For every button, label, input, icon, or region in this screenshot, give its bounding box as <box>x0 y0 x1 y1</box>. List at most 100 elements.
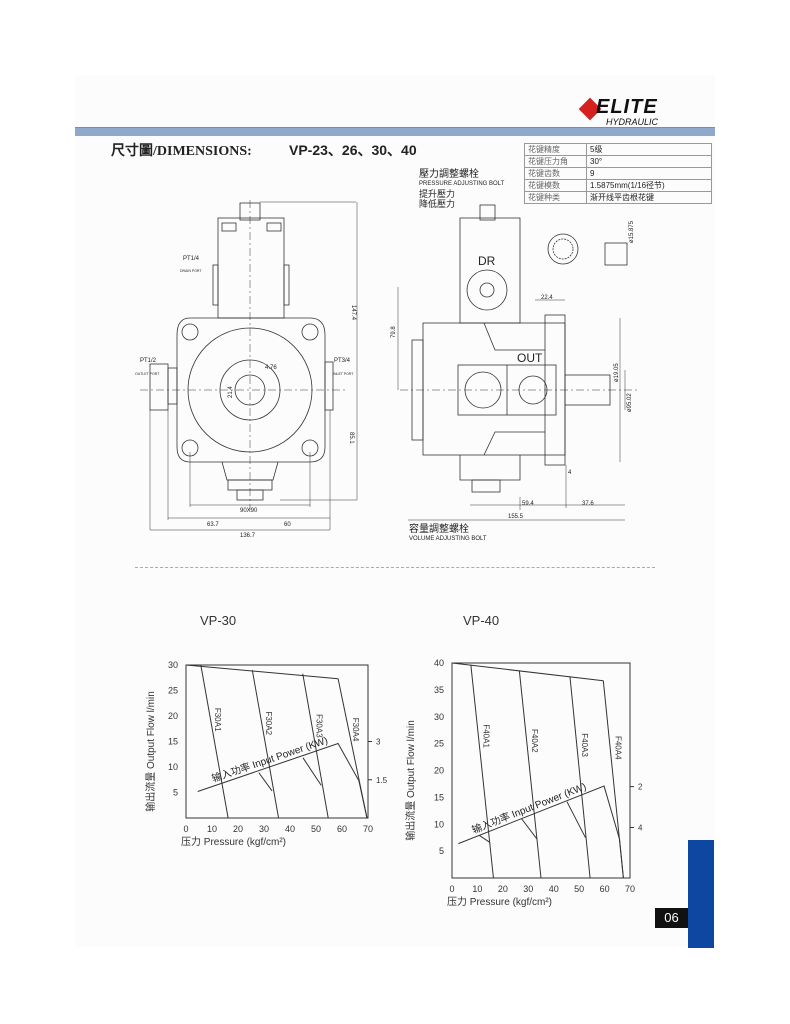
outlet-port-sub: OUTLET PORT <box>135 372 160 376</box>
dim-4: 4 <box>568 470 572 476</box>
y-tick-label: 20 <box>434 766 444 776</box>
raise-pressure-label: 提升壓力 <box>419 188 455 199</box>
flow-line-f40a3 <box>569 676 591 879</box>
chart-title-vp30: VP-30 <box>200 613 237 628</box>
spec-value: 渐开线平齿根花键 <box>586 191 712 204</box>
key-width-dim: 4.76 <box>265 365 277 371</box>
power-drop-line <box>566 801 586 838</box>
flow-line-f40a1 <box>470 664 494 879</box>
power-tick-label: 3 <box>376 738 381 747</box>
series-label: F30A4 <box>351 718 360 742</box>
input-power-line <box>458 785 624 879</box>
dim-79-8: 79.8 <box>391 326 397 338</box>
y-tick-label: 15 <box>168 737 178 747</box>
section-tab <box>688 840 714 948</box>
dim-155-5: 155.5 <box>508 514 524 520</box>
section-divider <box>135 567 655 568</box>
side-view-drawing <box>397 204 640 521</box>
x-tick-label: 50 <box>574 884 584 894</box>
chart-title-vp40: VP-40 <box>463 613 500 628</box>
series-label: F40A3 <box>580 733 589 757</box>
bolt-pattern-dim: 90X90 <box>240 508 258 514</box>
series-label: F40A1 <box>482 724 491 748</box>
drain-port-label: PT1/4 <box>183 256 200 262</box>
max-flow-line <box>185 664 339 680</box>
volume-bolt-cn: 容量調整螺栓 <box>409 522 469 535</box>
lower-pressure-label: 降低壓力 <box>419 198 455 209</box>
x-tick-label: 70 <box>363 824 373 834</box>
flow-line-f30a2 <box>251 670 280 819</box>
series-label: F40A4 <box>613 736 622 760</box>
outlet-port-label: PT1/2 <box>140 358 157 364</box>
shaft-diameter: ø19.05 <box>614 363 620 382</box>
x-tick-label: 0 <box>183 824 188 834</box>
y-tick-label: 25 <box>168 686 178 696</box>
width-left-dim: 63.7 <box>207 522 219 528</box>
height-top-dim: 147.4 <box>350 305 356 321</box>
series-label: F40A2 <box>530 729 539 753</box>
flow-line-f30a3 <box>302 673 329 819</box>
flow-line-f40a2 <box>518 671 542 879</box>
dimension-drawings: PT1/4 DRAIN PORT PT1/2 OUTLET PORT PT3/4… <box>135 167 640 542</box>
pressure-bolt-cn: 壓力調整螺栓 <box>419 167 479 180</box>
x-tick-label: 20 <box>233 824 243 834</box>
x-tick-label: 60 <box>600 884 610 894</box>
y-tick-label: 10 <box>434 819 444 829</box>
model-list: VP-23、26、30、40 <box>289 142 417 158</box>
y-axis-label: 输出流量 Output Flow l/min <box>144 691 157 812</box>
volume-bolt-en: VOLUME ADJUSTING BOLT <box>409 536 487 542</box>
table-row: 花键种类渐开线平齿根花键 <box>524 191 712 204</box>
y-tick-label: 40 <box>434 658 444 668</box>
y-tick-label: 5 <box>439 846 444 856</box>
height-bottom-dim: 85.1 <box>348 432 354 444</box>
power-drop-line <box>258 772 273 792</box>
y-tick-label: 30 <box>434 712 444 722</box>
x-axis-label: 压力 Pressure (kgf/cm²) <box>181 835 286 848</box>
pressure-bolt-en: PRESSURE ADJUSTING BOLT <box>419 181 505 187</box>
header-bar <box>75 127 715 136</box>
y-tick-label: 15 <box>434 792 444 802</box>
brand-subtitle: HYDRAULIC <box>606 117 659 127</box>
section-title: 尺寸圖/DIMENSIONS: <box>111 144 252 159</box>
out-port-label: OUT <box>517 351 543 365</box>
x-tick-label: 30 <box>523 884 533 894</box>
y-tick-label: 35 <box>434 685 444 695</box>
series-label: F30A3 <box>314 714 323 738</box>
power-tick-label: 1.5 <box>376 776 388 785</box>
x-tick-label: 40 <box>285 824 295 834</box>
plot-frame <box>451 662 631 879</box>
dim-59-4: 59.4 <box>522 501 534 507</box>
dr-port-label: DR <box>478 254 496 268</box>
input-power-label: 输入功率 Input Power (KW) <box>210 733 329 785</box>
x-tick-label: 0 <box>449 884 454 894</box>
y-tick-label: 20 <box>168 711 178 721</box>
pilot-diameter: ø95.02 <box>627 393 633 412</box>
y-tick-label: 25 <box>434 739 444 749</box>
inlet-port-sub: INLET PORT <box>333 372 354 376</box>
x-tick-label: 60 <box>337 824 347 834</box>
flow-line-f30a1 <box>200 664 229 819</box>
max-flow-line <box>451 662 604 682</box>
brand-logo: ELITE HYDRAULIC <box>578 96 668 130</box>
spec-key: 花键种类 <box>524 191 587 204</box>
y-tick-label: 10 <box>168 762 178 772</box>
spline-diameter: ø15.875 <box>629 220 635 243</box>
y-tick-label: 30 <box>168 660 178 670</box>
power-drop-line <box>479 835 491 843</box>
plot-frame <box>185 664 369 819</box>
page-number: 06 <box>655 908 688 928</box>
power-drop-line <box>302 757 322 786</box>
x-tick-label: 50 <box>311 824 321 834</box>
width-right-dim: 60 <box>284 522 291 528</box>
x-tick-label: 20 <box>498 884 508 894</box>
y-axis-label: 输出流量 Output Flow l/min <box>404 720 417 841</box>
x-tick-label: 10 <box>207 824 217 834</box>
x-tick-label: 40 <box>549 884 559 894</box>
y-tick-label: 5 <box>173 788 178 798</box>
drain-port-sub: DRAIN PORT <box>180 269 202 273</box>
x-tick-label: 30 <box>259 824 269 834</box>
width-total-dim: 136.7 <box>240 533 256 539</box>
